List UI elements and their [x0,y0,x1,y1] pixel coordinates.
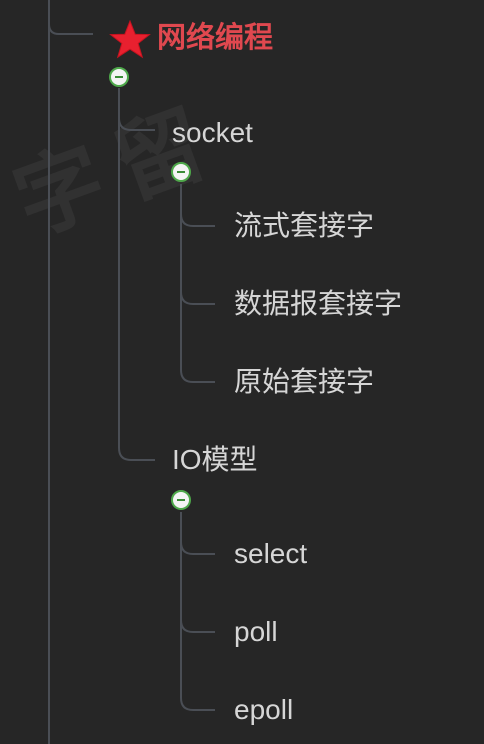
node-poll[interactable]: poll [234,616,278,647]
io-model-collapse-toggle[interactable] [171,490,191,510]
connector-socket [118,88,155,131]
connector-datagram-socket [180,214,215,305]
connector-stream-socket [180,184,215,227]
connector-io-model [118,118,155,461]
star-icon [109,20,151,59]
root-collapse-toggle[interactable] [109,67,129,87]
node-stream-socket[interactable]: 流式套接字 [234,210,375,241]
connector-epoll [180,620,215,711]
node-select[interactable]: select [234,538,308,569]
root-connector [48,0,93,35]
connector-poll [180,542,215,633]
root-node-label: 网络编程 [157,22,274,54]
node-raw-socket[interactable]: 原始套接字 [234,366,375,397]
node-epoll[interactable]: epoll [234,694,294,725]
node-datagram-socket[interactable]: 数据报套接字 [234,288,403,319]
connector-raw-socket [180,292,215,383]
node-socket[interactable]: socket [172,117,253,148]
socket-collapse-toggle[interactable] [171,162,191,182]
connector-select [180,512,215,555]
node-io-model[interactable]: IO模型 [172,444,258,475]
